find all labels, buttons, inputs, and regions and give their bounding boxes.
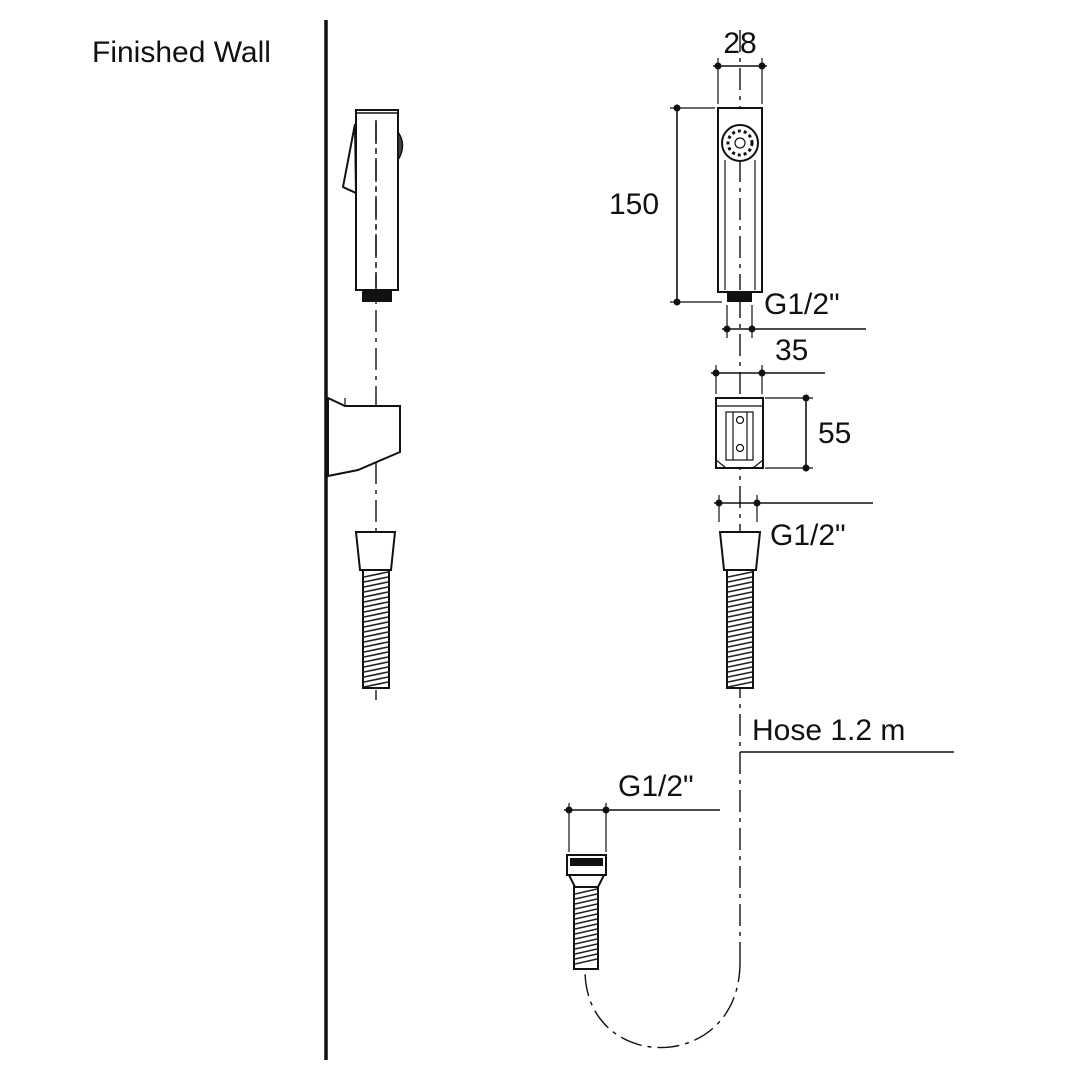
hose-hatch-line bbox=[363, 601, 389, 608]
hose-hatch-line bbox=[727, 616, 753, 623]
hose-hatch-line bbox=[363, 636, 389, 643]
hose-hatch-line bbox=[363, 576, 389, 583]
hose-hatch-line bbox=[363, 631, 389, 638]
hose-end-fitting bbox=[566, 854, 607, 970]
svg-text:G1/2": G1/2" bbox=[618, 770, 694, 803]
hose-connector-side bbox=[354, 531, 397, 689]
svg-text:Hose 1.2 m: Hose 1.2 m bbox=[752, 714, 905, 747]
hose-hatch-line bbox=[363, 656, 389, 663]
spray-head-side bbox=[341, 109, 404, 302]
svg-text:G1/2": G1/2" bbox=[764, 288, 840, 321]
hose-hatch-line bbox=[574, 933, 598, 940]
hose-hatch-line bbox=[574, 943, 598, 950]
hose-hatch-line bbox=[574, 958, 598, 965]
hose-hatch-line bbox=[574, 888, 598, 895]
hose-hatch-line bbox=[363, 661, 389, 668]
hose-hatch-line bbox=[363, 621, 389, 628]
dimension-thread-hose-end: G1/2" bbox=[564, 770, 720, 852]
hose-hatch-line bbox=[363, 676, 389, 683]
hose-hatch-line bbox=[727, 636, 753, 643]
svg-text:G1/2": G1/2" bbox=[770, 519, 846, 552]
hose-hatch-line bbox=[574, 938, 598, 945]
wall-holder-side bbox=[327, 396, 401, 478]
hose-hatch-line bbox=[727, 601, 753, 608]
hose-hatch-line bbox=[574, 913, 598, 920]
hose-hatch-line bbox=[574, 903, 598, 910]
hose-hatch-line bbox=[727, 661, 753, 668]
dimension-28: 28 bbox=[713, 27, 767, 104]
hose-hatch-line bbox=[727, 671, 753, 678]
svg-text:150: 150 bbox=[609, 188, 659, 221]
hose-hatch-line bbox=[363, 581, 389, 588]
hose-hatch-line bbox=[363, 666, 389, 673]
hose-hatch-line bbox=[727, 571, 753, 578]
hose-hatch-line bbox=[363, 651, 389, 658]
hose-hatch-line bbox=[574, 898, 598, 905]
hose-hatch-line bbox=[574, 893, 598, 900]
hose-hatch-line bbox=[363, 606, 389, 613]
dimension-thread-holder: G1/2" bbox=[714, 495, 873, 552]
hose-hatch-line bbox=[363, 646, 389, 653]
hose-hatch-line bbox=[727, 611, 753, 618]
hose-hatch-line bbox=[363, 611, 389, 618]
hose-curve bbox=[584, 959, 741, 1049]
hose-hatch-line bbox=[363, 596, 389, 603]
hose-hatch-line bbox=[727, 581, 753, 588]
dimension-35: 35 bbox=[711, 334, 825, 394]
hose-hatch-line bbox=[727, 596, 753, 603]
wall-holder-front bbox=[715, 397, 764, 469]
dimension-thread-head: G1/2" bbox=[722, 288, 866, 338]
hose-hatch-line bbox=[727, 586, 753, 593]
hose-hatch-line bbox=[363, 571, 389, 578]
svg-text:35: 35 bbox=[775, 334, 808, 367]
hose-hatch-line bbox=[363, 671, 389, 678]
hose-hatch-line bbox=[363, 626, 389, 633]
hose-hatch-line bbox=[574, 923, 598, 930]
hose-hatch-line bbox=[363, 681, 389, 688]
hose-hatch-line bbox=[727, 631, 753, 638]
hose-hatch-line bbox=[727, 676, 753, 683]
hose-hatch-line bbox=[363, 641, 389, 648]
hose-hatch-line bbox=[727, 656, 753, 663]
hose-hatch-line bbox=[727, 651, 753, 658]
hose-hatch-line bbox=[574, 918, 598, 925]
hose-hatch-line bbox=[727, 606, 753, 613]
dimension-150: 150 bbox=[609, 104, 722, 306]
front-view: 28 150 G1/2" 35 bbox=[564, 27, 954, 1049]
hose-hatch-line bbox=[727, 681, 753, 688]
side-view bbox=[327, 109, 404, 700]
hose-hatch-line bbox=[727, 646, 753, 653]
hose-hatch-line bbox=[727, 641, 753, 648]
hose-connector-front bbox=[718, 531, 762, 689]
finished-wall-label: Finished Wall bbox=[92, 36, 271, 69]
hose-hatch-line bbox=[727, 576, 753, 583]
dimension-55: 55 bbox=[765, 394, 851, 472]
spray-head-front bbox=[717, 107, 763, 302]
hose-hatch-line bbox=[363, 586, 389, 593]
hose-hatch-line bbox=[727, 591, 753, 598]
hose-hatch-line bbox=[574, 908, 598, 915]
hose-hatch-line bbox=[363, 616, 389, 623]
hose-hatch-line bbox=[574, 948, 598, 955]
hose-hatch-line bbox=[727, 626, 753, 633]
hose-length-callout: Hose 1.2 m bbox=[740, 714, 954, 753]
hose-hatch-line bbox=[574, 953, 598, 960]
hose-hatch-line bbox=[727, 666, 753, 673]
hose-hatch-line bbox=[363, 591, 389, 598]
hose-hatch-line bbox=[574, 928, 598, 935]
svg-text:55: 55 bbox=[818, 417, 851, 450]
svg-text:28: 28 bbox=[723, 27, 756, 60]
hose-hatch-line bbox=[727, 621, 753, 628]
